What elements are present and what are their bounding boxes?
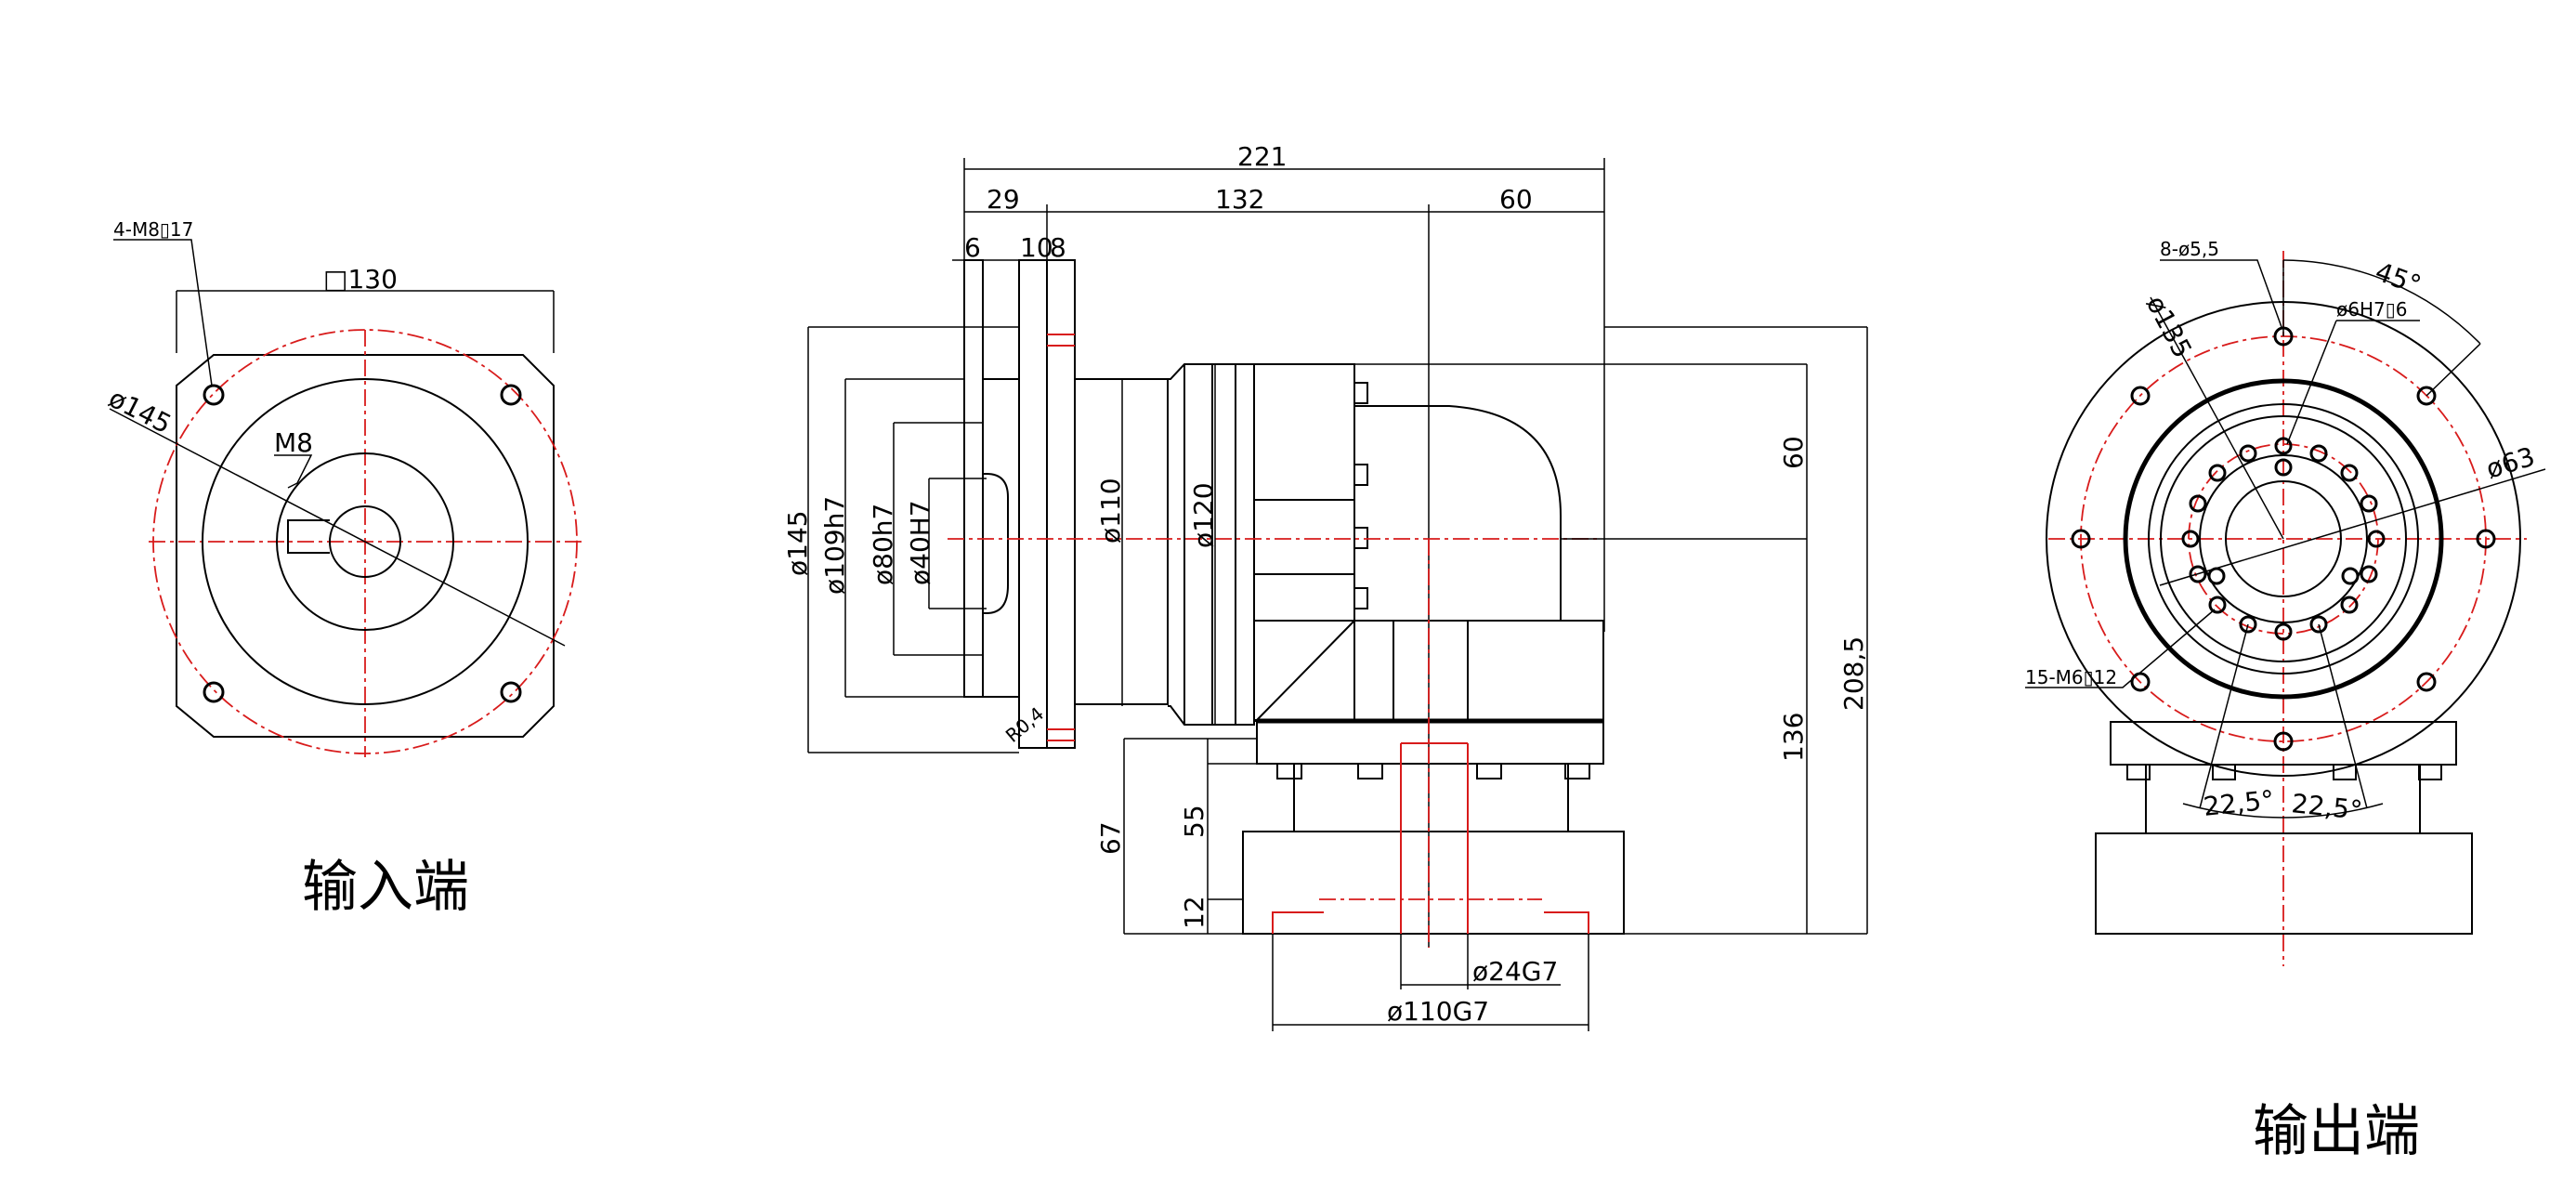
input-bolt-hole: [203, 384, 225, 406]
dim-v55: 55: [1179, 805, 1210, 838]
dim-r04: R0,4: [1001, 702, 1048, 747]
angle45-label: 45°: [2372, 256, 2426, 301]
angle-22-5-left: 22,5°: [2202, 784, 2275, 822]
output-end-caption: 输出端: [2253, 1099, 2420, 1164]
input-bore-outer: [202, 378, 529, 705]
dim-v12: 12: [1179, 896, 1210, 929]
dim-v2085: 208,5: [1838, 636, 1869, 711]
elbow-housing: [1354, 405, 1562, 621]
tap15-label: 15-M6▯12: [2025, 666, 2117, 688]
dim-v67: 67: [1095, 821, 1126, 855]
pin-label: ø6H7▯6: [2336, 298, 2407, 321]
side-view: 221 29 132 60 6 10 8: [782, 141, 1869, 1031]
input-flange-outline: [176, 354, 555, 738]
input-end-caption: 输入端: [302, 855, 469, 920]
dim-dia80: ø80h7: [868, 504, 898, 585]
output-end-view: 8-ø5,5 ø135 ø6H7▯6 45° ø63 15-M6▯12 22,5…: [2025, 238, 2546, 1164]
angle-22-5-right: 22,5°: [2290, 788, 2363, 826]
dim-dia110: ø110: [1095, 478, 1126, 544]
input-bolt-hole: [203, 681, 225, 703]
pcd135-label: ø135: [2140, 291, 2198, 363]
dim-v60: 60: [1778, 436, 1809, 469]
dim-dia110g: ø110G7: [1387, 996, 1489, 1027]
output-ring-thick: [2123, 378, 2444, 700]
dim-dia24: ø24G7: [1472, 956, 1558, 987]
input-pcd-label: ø145: [104, 383, 177, 439]
bolt-spec-label: 4-M8▯17: [113, 218, 193, 241]
dim-dia145: ø145: [782, 510, 813, 576]
gear-housing: [1253, 363, 1355, 721]
dim-overall: 221: [1237, 141, 1287, 172]
output-inner-pcd: [2188, 443, 2379, 635]
output-shaft: [2225, 480, 2342, 597]
tap-label: M8: [274, 427, 313, 458]
dim-6: 6: [964, 232, 981, 263]
holes8-label: 8-ø5,5: [2160, 238, 2219, 260]
dim-dia40: ø40H7: [905, 500, 935, 585]
input-bolt-hole: [500, 681, 522, 703]
output-base-plate: [2095, 832, 2473, 935]
dim-60-top: 60: [1499, 184, 1533, 215]
square-dimension: □130: [323, 264, 398, 295]
dim-29: 29: [987, 184, 1020, 215]
dim-132: 132: [1215, 184, 1264, 215]
dim-dia120: ø120: [1188, 482, 1219, 548]
input-end-view: □130 4-M8▯17 ø145 M8 输入端: [104, 218, 585, 920]
dim-8: 8: [1050, 232, 1066, 263]
output-base: [1242, 831, 1625, 935]
dim-10: 10: [1020, 232, 1053, 263]
dia63-label: ø63: [2482, 441, 2538, 485]
input-shaft-bore: [329, 505, 401, 578]
dim-v136: 136: [1778, 713, 1809, 762]
input-bolt-hole: [500, 384, 522, 406]
dim-dia109: ø109h7: [819, 496, 850, 595]
input-hub: [276, 452, 454, 631]
